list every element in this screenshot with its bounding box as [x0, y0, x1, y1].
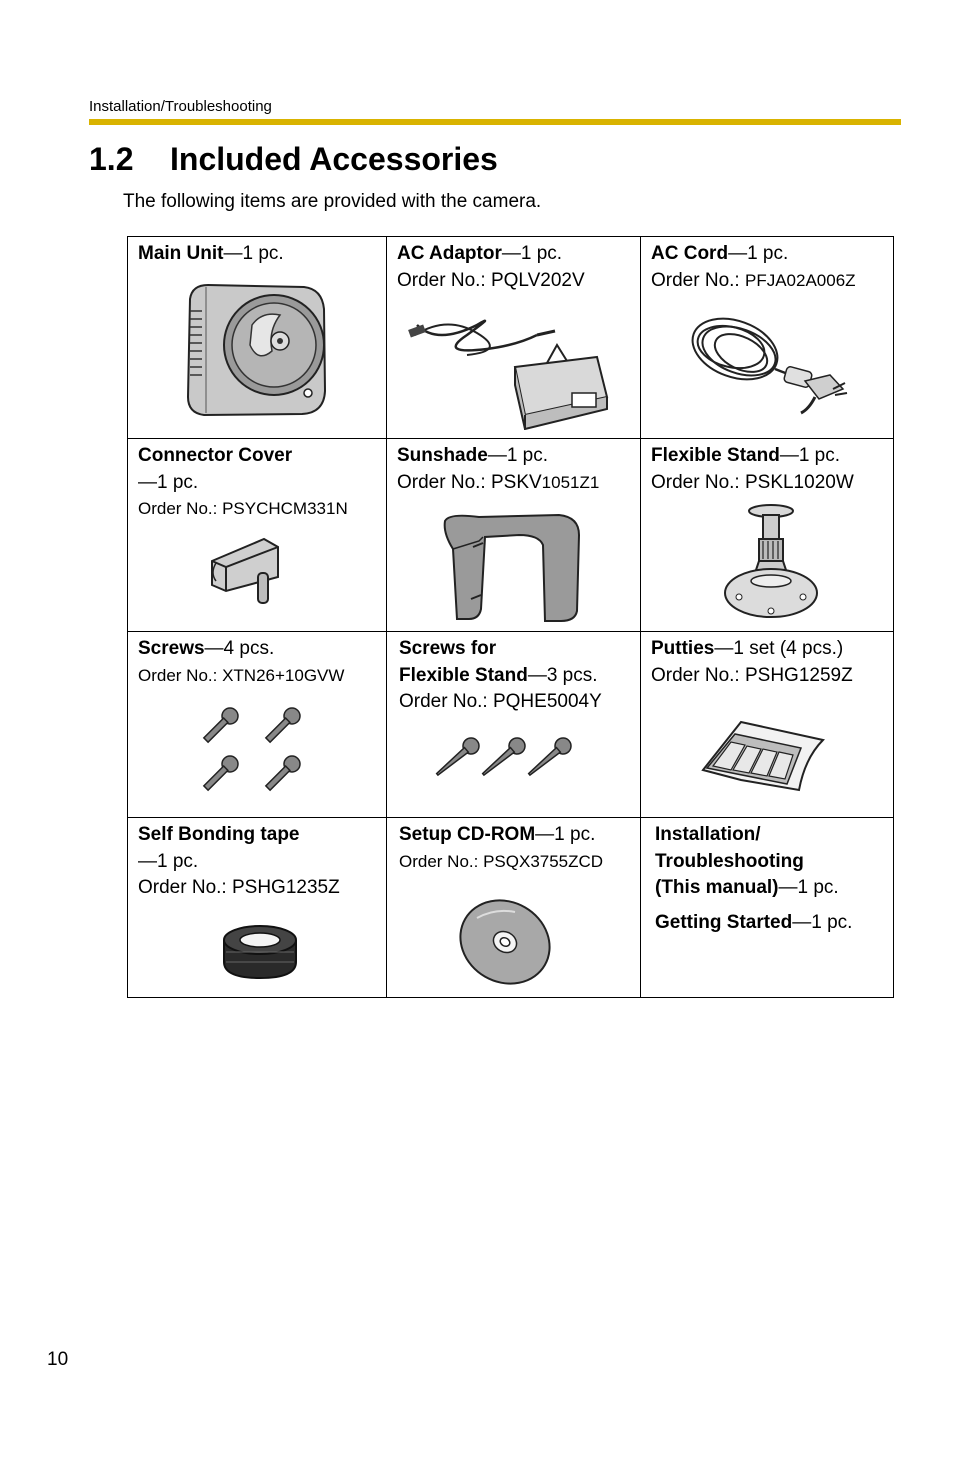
flexible-stand-icon	[724, 504, 818, 618]
item-name: Flexible Stand	[399, 664, 528, 686]
sunshade-icon	[443, 513, 581, 622]
item-order-code: PFJA02A006Z	[744, 270, 856, 290]
item-qty: —1 pc.	[792, 911, 853, 933]
section-title: Included Accessories	[170, 141, 498, 177]
item-qty: —1 pc.	[487, 445, 549, 466]
camera-main-unit-icon	[186, 283, 327, 417]
item-name: Main Unit	[138, 243, 224, 264]
item-screws-flexible-stand: Screws for Flexible Stand—3 pcs. Order N…	[386, 631, 641, 818]
item-name: Screws	[138, 638, 205, 659]
item-putties: Putties—1 set (4 pcs.) Order No.: PSHG12…	[640, 631, 894, 818]
item-name: Troubleshooting	[655, 850, 804, 872]
table-row: Main Unit—1 pc. AC Adaptor—1 pc. Order N…	[127, 236, 894, 439]
running-header: Installation/Troubleshooting	[89, 98, 272, 115]
item-sunshade: Sunshade—1 pc. Order No.: PSKV1051Z1	[386, 438, 641, 632]
connector-cover-icon	[211, 537, 279, 604]
item-setup-cd-rom: Setup CD-ROM—1 pc. Order No.: PSQX3755ZC…	[386, 817, 641, 998]
item-order-number: Order No.: PSQX3755ZCD	[399, 851, 604, 871]
page-number: 10	[47, 1349, 69, 1370]
section-number: 1.2	[89, 141, 134, 177]
item-name: Installation/	[655, 824, 761, 845]
item-qty: —1 pc.	[138, 850, 199, 872]
item-name: Screws for	[399, 638, 497, 659]
table-row: Screws—4 pcs. Order No.: XTN26+10GVW Scr…	[127, 631, 894, 818]
page-title: 1.2 Included Accessories	[89, 141, 498, 178]
screws-icon	[202, 707, 301, 792]
item-ac-adaptor: AC Adaptor—1 pc. Order No.: PQLV202V	[386, 236, 641, 439]
item-qty: —3 pcs.	[527, 664, 598, 686]
item-flexible-stand: Flexible Stand—1 pc. Order No.: PSKL1020…	[640, 438, 894, 632]
item-qty: —1 pc.	[779, 445, 841, 466]
cd-rom-icon	[459, 899, 551, 985]
item-name: Setup CD-ROM	[399, 824, 536, 845]
item-order-number: Order No.: PSHG1235Z	[138, 877, 340, 898]
item-order-number: Order No.: PQHE5004Y	[399, 691, 602, 712]
putties-icon	[701, 720, 825, 792]
item-order-number: Order No.: XTN26+10GVW	[138, 665, 345, 685]
item-name: Sunshade	[397, 445, 488, 466]
accessories-table: Main Unit—1 pc. AC Adaptor—1 pc. Order N…	[127, 236, 894, 998]
tape-roll-icon	[223, 925, 297, 980]
item-name: Putties	[651, 638, 715, 659]
item-order-prefix: Order No.: PSKV	[397, 471, 542, 493]
item-order-number: Order No.: PSHG1259Z	[651, 664, 853, 686]
item-ac-cord: AC Cord—1 pc. Order No.: PFJA02A006Z	[640, 236, 894, 439]
item-name: Flexible Stand	[651, 445, 780, 466]
item-screws: Screws—4 pcs. Order No.: XTN26+10GVW	[127, 631, 387, 818]
item-qty: —4 pcs.	[204, 638, 275, 659]
ac-adaptor-icon	[408, 319, 609, 430]
item-qty: —1 pc.	[138, 471, 199, 493]
item-name: (This manual)	[655, 877, 779, 898]
ac-cord-icon	[691, 317, 848, 415]
item-order-number: Order No.: PQLV202V	[397, 269, 585, 291]
item-name: Connector Cover	[138, 445, 293, 466]
item-qty: —1 pc.	[501, 243, 563, 264]
item-connector-cover: Connector Cover —1 pc. Order No.: PSYCHC…	[127, 438, 387, 632]
item-name: AC Cord	[651, 243, 729, 264]
item-qty: —1 pc.	[778, 877, 839, 898]
item-order-number: Order No.: PSKL1020W	[651, 471, 854, 493]
item-order-number: Order No.: PSYCHCM331N	[138, 499, 348, 518]
item-qty: —1 pc.	[535, 824, 596, 845]
item-name: Self Bonding tape	[138, 824, 300, 845]
table-row: Connector Cover —1 pc. Order No.: PSYCHC…	[127, 438, 894, 632]
header-rule	[89, 119, 901, 125]
item-order-prefix: Order No.:	[651, 269, 745, 291]
item-qty: —1 pc.	[728, 243, 789, 264]
item-name: Getting Started	[655, 911, 793, 933]
item-self-bonding-tape: Self Bonding tape —1 pc. Order No.: PSHG…	[127, 817, 387, 998]
table-row: Self Bonding tape —1 pc. Order No.: PSHG…	[127, 817, 894, 998]
intro-text: The following items are provided with th…	[123, 191, 542, 212]
item-qty: —1 pc.	[223, 243, 284, 264]
item-manuals: Installation/ Troubleshooting (This manu…	[640, 817, 894, 998]
item-main-unit: Main Unit—1 pc.	[127, 236, 387, 439]
stand-screws-icon	[435, 737, 572, 777]
item-qty: —1 set (4 pcs.)	[714, 638, 844, 659]
item-order-code: 1051Z1	[541, 472, 600, 492]
item-name: AC Adaptor	[397, 243, 502, 264]
